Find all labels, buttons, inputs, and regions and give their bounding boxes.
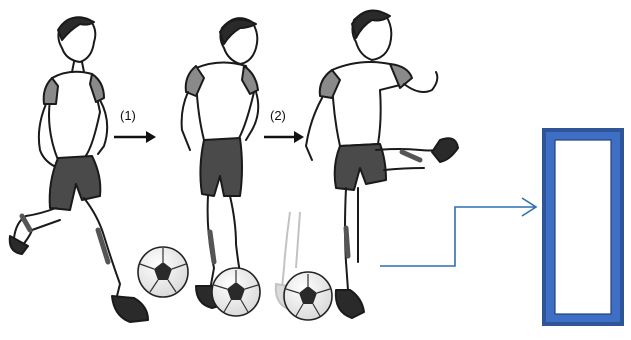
soccer-ball-3 — [284, 272, 332, 320]
figure-kicker-approach — [10, 17, 148, 322]
step-arrow-2: (2) — [264, 108, 304, 143]
answer-box — [542, 128, 624, 326]
soccer-ball-2 — [212, 268, 260, 316]
step-arrow-1: (1) — [114, 108, 156, 143]
step-label-2: (2) — [270, 108, 286, 123]
step-label-1: (1) — [120, 108, 136, 123]
connector-arrow — [380, 198, 536, 266]
soccer-ball-1 — [138, 247, 188, 297]
figure-kicker-follow-through — [306, 11, 458, 318]
figure-kicker-plant — [182, 18, 259, 308]
